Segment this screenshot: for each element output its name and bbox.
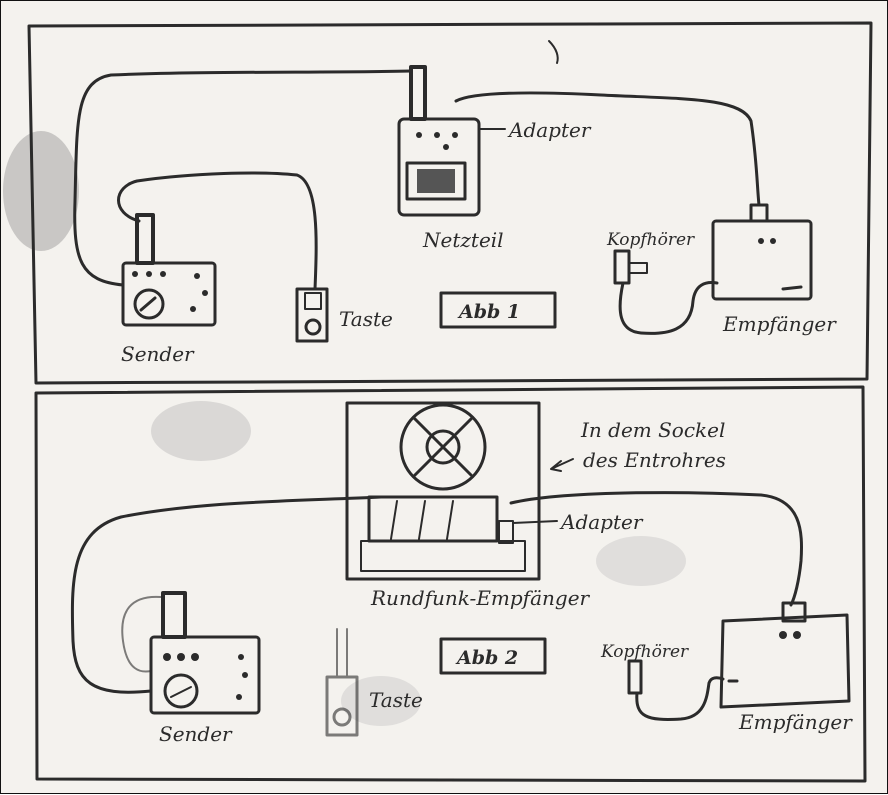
kopfhoerer-device-1 [615,251,647,283]
abb1-caption: Abb 1 [457,301,520,323]
taste-label-2: Taste [369,688,423,712]
wires-panel-1 [75,41,759,333]
rundfunk-label: Rundfunk-Empfänger [370,586,591,610]
empfaenger-device-1 [713,205,811,299]
note-arrow [551,459,573,471]
kopfhoerer-label-2: Kopfhörer [600,642,689,662]
adapter-pointer-2 [513,521,557,523]
taste-device-1 [297,289,327,341]
taste-label-1: Taste [339,307,393,331]
kopfhoerer-device-2 [629,661,641,693]
note-line-2: des Entrohres [583,448,726,472]
kopfhoerer-label-1: Kopfhörer [606,230,695,250]
note-line-1: In dem Sockel [580,418,725,442]
sender-label-1: Sender [121,342,195,366]
netzteil-label: Netzteil [422,228,504,252]
adapter-label-2: Adapter [559,510,644,534]
empfaenger-label-2: Empfänger [738,710,853,734]
taste-device-2 [327,629,357,735]
sender-device-1 [123,215,215,325]
empfaenger-device-2 [721,603,849,707]
adapter-label-1: Adapter [507,118,592,142]
sender-label-2: Sender [159,722,233,746]
empfaenger-label-1: Empfänger [722,312,837,336]
netzteil-device [399,67,479,215]
rundfunk-empfaenger-device [347,403,539,579]
panel-1: Adapter Netzteil Sender Taste Abb 1 [29,23,871,383]
abb2-caption: Abb 2 [455,647,518,669]
sender-device-2 [151,593,259,713]
